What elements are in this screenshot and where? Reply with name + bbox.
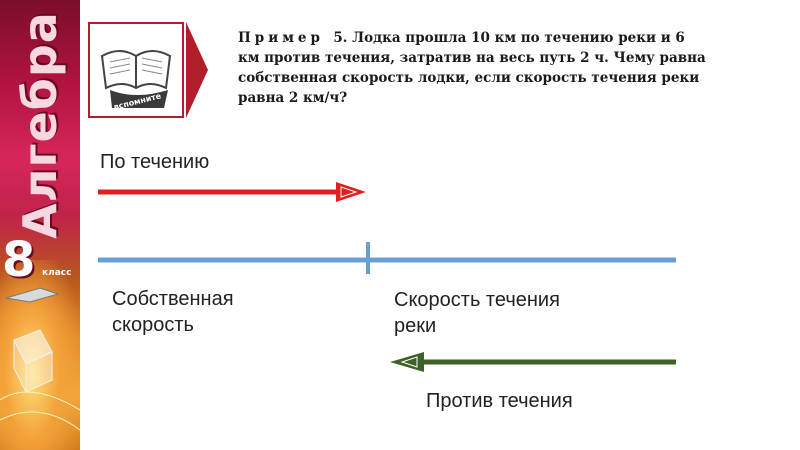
current-speed-label-line2: реки <box>394 315 437 337</box>
downstream-label: По течению <box>100 151 210 173</box>
cover-grade-word: класс <box>42 268 72 278</box>
own-speed-label: Собственная скорость <box>112 286 234 338</box>
upstream-arrow-head <box>390 352 424 372</box>
own-speed-label-line1: Собственная <box>112 288 234 310</box>
cover-grade-number: 8 <box>2 232 36 288</box>
current-speed-label: Скорость течения реки <box>394 287 560 339</box>
book-icon-frame: вспомните <box>88 22 184 118</box>
frame-arrow-icon <box>186 22 208 118</box>
own-speed-label-line2: скорость <box>112 314 194 336</box>
cover-illustration <box>0 287 80 431</box>
current-speed-label-line1: Скорость течения <box>394 289 560 311</box>
problem-number: 5. <box>333 30 348 46</box>
downstream-arrow-head-inner <box>340 186 358 198</box>
textbook-cover: Алгебра 8 класс <box>0 0 80 450</box>
problem-label: Пример <box>238 30 324 46</box>
upstream-label: Против течения <box>426 390 573 412</box>
book-icon: вспомните <box>100 50 172 112</box>
downstream-arrow-head <box>336 182 366 202</box>
upstream-arrow-head-inner <box>400 356 418 368</box>
problem-text: Лодка прошла 10 км по течению реки и 6 к… <box>238 30 706 106</box>
problem-statement: Пример 5. Лодка прошла 10 км по течению … <box>238 28 708 108</box>
